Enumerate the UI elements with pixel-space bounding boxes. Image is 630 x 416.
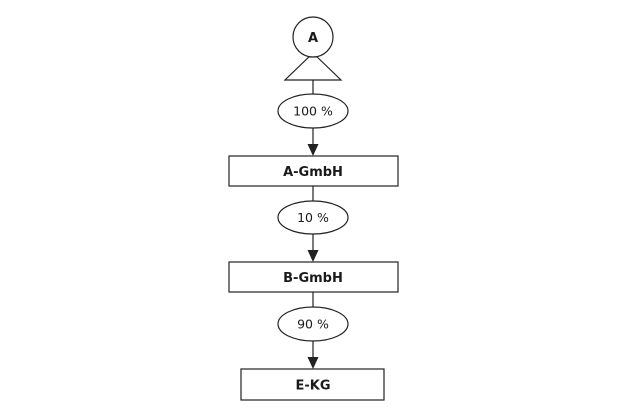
stake-label-1: 100 % <box>293 104 333 119</box>
stake-ellipse-2: 10 % <box>277 200 349 235</box>
stake-label-2: 10 % <box>297 210 329 225</box>
stake-ellipse-1: 100 % <box>277 93 349 129</box>
owner-body-triangle <box>283 52 343 81</box>
arrowhead-to-e-kg <box>307 357 319 369</box>
owner-label: A <box>308 31 318 46</box>
entity-label-b-gmbh: B-GmbH <box>283 271 343 286</box>
entity-box-b-gmbh: B-GmbH <box>228 261 399 293</box>
arrowhead-to-b-gmbh <box>307 250 319 262</box>
entity-box-a-gmbh: A-GmbH <box>228 155 399 187</box>
entity-box-e-kg: E-KG <box>240 368 385 401</box>
stake-label-3: 90 % <box>297 317 329 332</box>
arrowhead-to-a-gmbh <box>307 144 319 156</box>
owner-person-icon: A <box>283 16 343 81</box>
entity-label-e-kg: E-KG <box>295 379 330 394</box>
owner-head-circle <box>292 16 334 58</box>
entity-label-a-gmbh: A-GmbH <box>283 165 343 180</box>
stake-ellipse-3: 90 % <box>277 306 349 342</box>
